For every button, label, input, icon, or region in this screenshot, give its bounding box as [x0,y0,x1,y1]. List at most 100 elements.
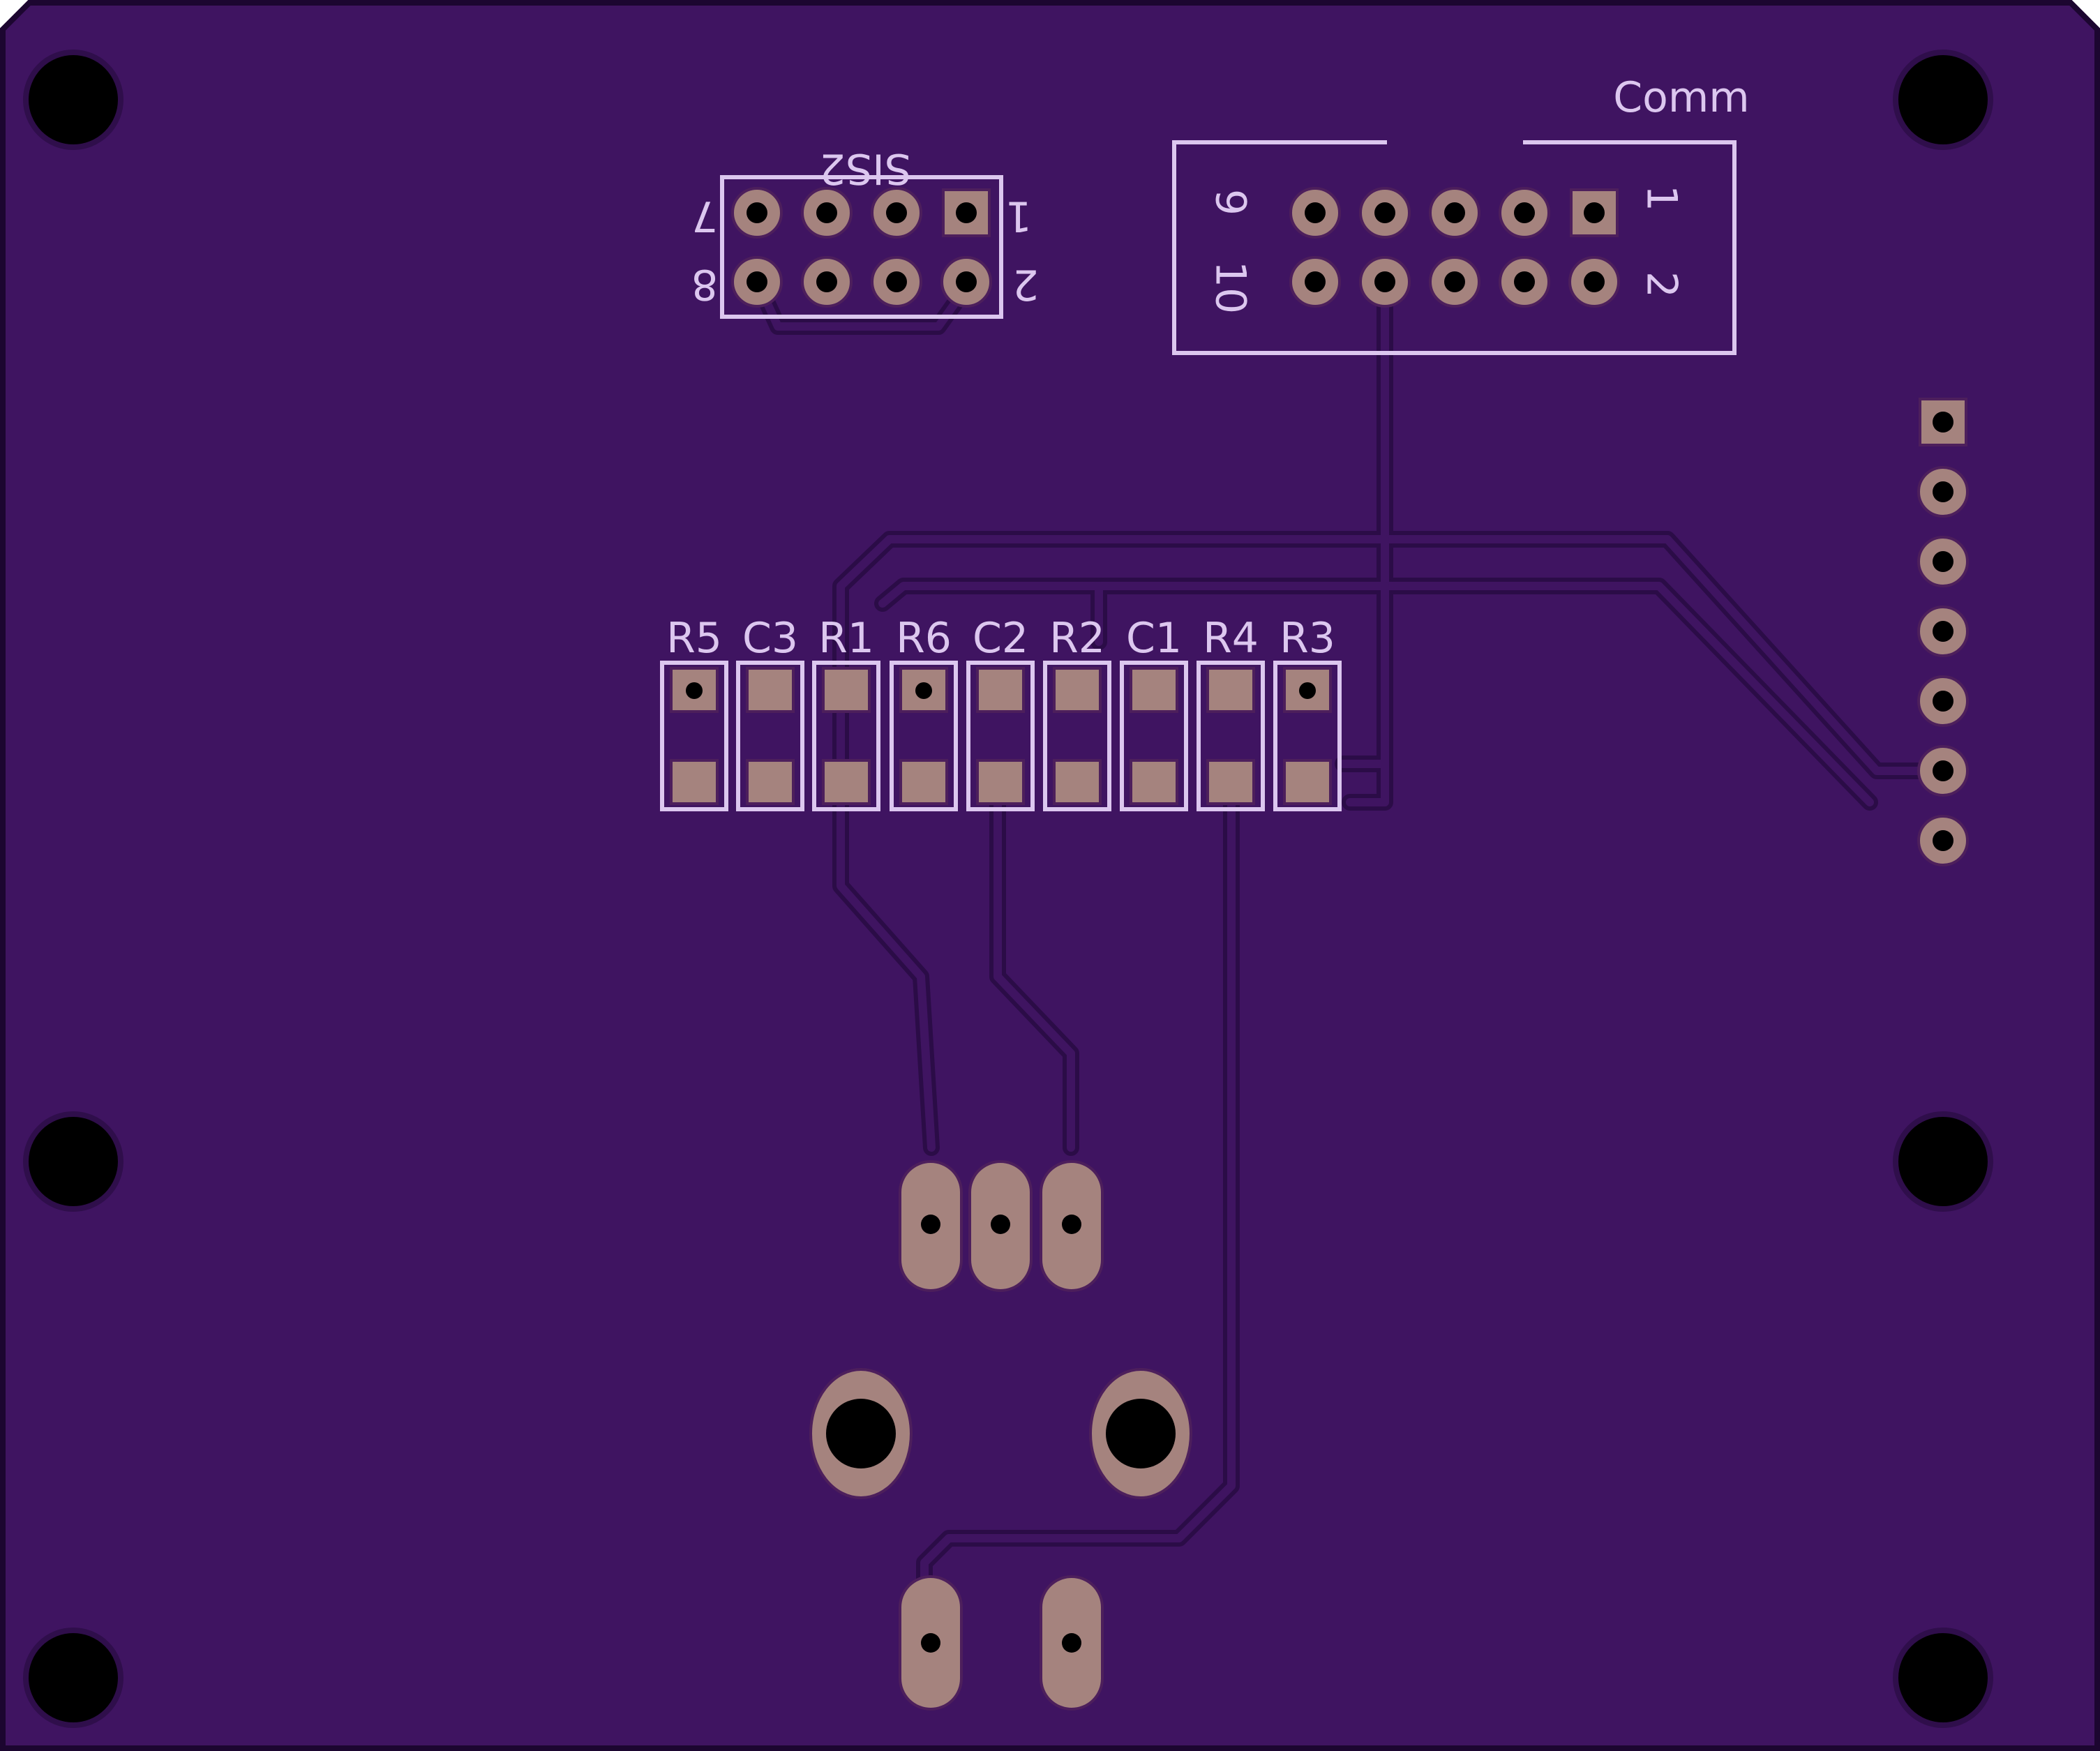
smd-pad-icon [1053,759,1102,805]
comm-pin10-label: 10 [1206,261,1254,314]
pot-drill-1 [921,1215,940,1234]
component-outline [660,661,728,811]
component-outline [1197,661,1265,811]
mounting-hole-icon [23,50,123,150]
pad-drill [1933,412,1953,433]
mounting-hole-icon [23,1628,123,1728]
component-c3: C3 [736,614,804,811]
pad-drill [1305,271,1326,292]
component-outline [812,661,880,811]
copper-trace-fill [920,798,1236,1644]
smd-pad-icon [822,667,871,713]
copper-trace-fill [1381,582,1874,806]
power-drill-1 [921,1633,940,1653]
comm-pin9-label: 9 [1206,189,1254,216]
component-ref-label: R1 [818,614,874,663]
component-outline [1120,661,1188,811]
mounting-hole-icon [23,1111,123,1212]
pad-drill [1933,760,1953,781]
pad-drill [1444,271,1465,292]
copper-trace-fill [1346,582,1389,806]
mounting-hole-icon [1893,1628,1993,1728]
pad-drill [1374,202,1395,223]
via-drill [1299,682,1316,699]
comm-pin1-label: 1 [1637,185,1686,211]
pad-drill [1584,202,1605,223]
pad-drill [816,202,837,223]
sis2-pin7-label: 7 [691,191,718,240]
component-ref-label: R2 [1049,614,1105,663]
via-drill [915,682,932,699]
sis2-pin1-label: 1 [1005,191,1032,240]
pot-pads [899,1160,1104,1292]
through-hole-pad-icon [942,188,991,237]
component-r6: R6 [890,614,958,811]
smd-pad-icon [822,759,871,805]
smd-pad-icon [1130,759,1178,805]
component-r2: R2 [1043,614,1111,811]
component-r3: R3 [1273,614,1342,811]
pad-drill [1444,202,1465,223]
component-ref-label: R4 [1203,614,1259,663]
component-r4: R4 [1197,614,1265,811]
component-outline [736,661,804,811]
component-ref-label: C3 [742,614,798,663]
component-ref-label: R6 [896,614,952,663]
jack-drill-left [826,1399,896,1468]
copper-trace-fill [878,582,1389,608]
sis2-pin2-label: 2 [1012,260,1039,308]
copper-trace-fill [993,798,1075,1152]
smd-pad-icon [670,759,719,805]
copper-trace-fill [837,535,1389,1152]
power-pads [899,1575,1104,1711]
via-drill [686,682,703,699]
component-r5: R5 [660,614,728,811]
pot-drill-2 [991,1215,1010,1234]
component-outline [1273,661,1342,811]
component-ref-label: R5 [666,614,722,663]
jack-drill-right [1106,1399,1176,1468]
smd-component-row: R5 C3 R1 R6 C2 R2 C1 R4 R3 [660,614,1342,811]
component-ref-label: C1 [1126,614,1182,663]
pad-drill [1584,271,1605,292]
smd-pad-icon [1053,667,1102,713]
component-c1: C1 [1120,614,1188,811]
smd-pad-icon [1283,667,1332,713]
mounting-hole-icon [1893,1111,1993,1212]
pad-drill [1933,691,1953,712]
side-pin-header [1917,398,1969,866]
smd-pad-icon [1283,759,1332,805]
sis2-header: SIS2 1 2 7 8 [691,144,1039,319]
pad-drill [1305,202,1326,223]
pad-drill [747,271,767,292]
comm-pin2-label: 2 [1637,271,1686,298]
comm-ref-label: Comm [1613,73,1750,122]
pad-drill [1514,271,1535,292]
component-outline [890,661,958,811]
sis2-pin8-label: 8 [691,260,718,308]
smd-pad-icon [899,667,948,713]
component-c2: C2 [966,614,1035,811]
comm-header: Comm 1 2 9 10 [1172,73,1750,355]
smd-pad-icon [1206,759,1255,805]
component-r1: R1 [812,614,880,811]
jack-mount-pads [809,1368,1192,1499]
pad-drill [1933,621,1953,642]
smd-pad-icon [976,759,1025,805]
smd-pad-icon [976,667,1025,713]
component-outline [966,661,1035,811]
trace-layer [749,272,1951,1648]
pad-drill [1933,551,1953,572]
sis2-ref-label: SIS2 [819,144,911,193]
smd-pad-icon [1130,667,1178,713]
pot-drill-3 [1062,1215,1081,1234]
pad-drill [1374,271,1395,292]
mounting-hole-icon [1893,50,1993,150]
pad-drill [1514,202,1535,223]
mounting-holes [23,50,1993,1728]
pad-drill [886,202,907,223]
copper-trace-fill [1381,535,1947,775]
power-drill-2 [1062,1633,1081,1653]
